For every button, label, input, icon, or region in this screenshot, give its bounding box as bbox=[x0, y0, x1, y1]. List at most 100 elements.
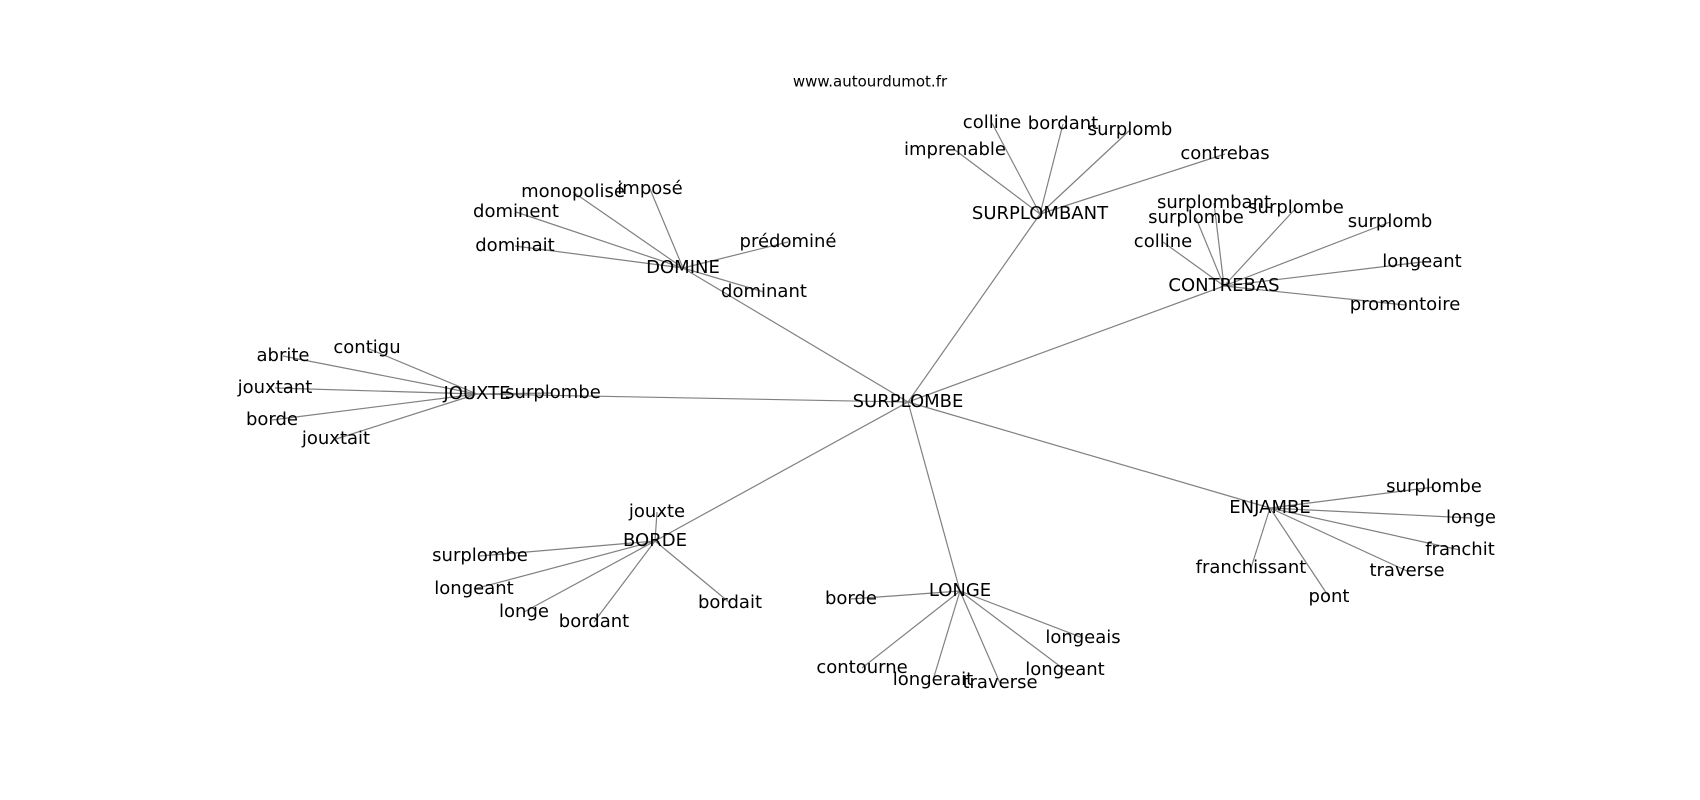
edge-contrebas-1 bbox=[1213, 202, 1225, 287]
hub-label-borde[interactable]: BORDE bbox=[623, 530, 687, 551]
edge-enjambe-1 bbox=[1269, 507, 1472, 519]
edge-surplombant-3 bbox=[1039, 129, 1131, 215]
word-label-contrebas-0[interactable]: colline bbox=[1134, 231, 1192, 252]
edge-root-contrebas bbox=[907, 285, 1225, 403]
edge-contrebas-4 bbox=[1223, 221, 1391, 287]
word-label-longe-2[interactable]: longerait bbox=[893, 669, 973, 690]
edge-longe-4 bbox=[959, 590, 1066, 671]
word-label-enjambe-3[interactable]: traverse bbox=[1369, 560, 1444, 581]
word-label-contrebas-4[interactable]: surplomb bbox=[1348, 211, 1433, 232]
edge-longe-1 bbox=[861, 590, 961, 669]
word-label-surplombant-1[interactable]: colline bbox=[963, 112, 1021, 133]
edge-enjambe-2 bbox=[1269, 507, 1461, 551]
word-label-enjambe-2[interactable]: franchit bbox=[1425, 539, 1495, 560]
edge-contrebas-6 bbox=[1223, 285, 1406, 306]
word-label-borde-1[interactable]: surplombe bbox=[432, 545, 528, 566]
hub-label-longe[interactable]: LONGE bbox=[929, 580, 991, 601]
edge-jouxte-0 bbox=[282, 355, 478, 395]
word-label-borde-2[interactable]: longeant bbox=[434, 578, 513, 599]
labels-layer: www.autourdumot.fr SURPLOMBANT imprenable… bbox=[237, 73, 1496, 694]
edge-surplombant-4 bbox=[1039, 153, 1226, 215]
hub-label-enjambe[interactable]: ENJAMBE bbox=[1229, 497, 1310, 518]
edge-domine-5 bbox=[682, 267, 765, 293]
edge-jouxte-2 bbox=[274, 387, 478, 395]
hub-label-domine[interactable]: DOMINE bbox=[646, 257, 720, 278]
edge-domine-2 bbox=[515, 211, 684, 269]
word-label-borde-3[interactable]: longe bbox=[499, 601, 549, 622]
word-label-longe-1[interactable]: contourne bbox=[816, 657, 907, 678]
edge-enjambe-5 bbox=[1250, 507, 1271, 569]
edge-root-borde bbox=[654, 401, 909, 542]
edge-contrebas-3 bbox=[1223, 207, 1297, 287]
word-label-longe-3[interactable]: traverse bbox=[962, 672, 1037, 693]
edge-domine-1 bbox=[649, 188, 684, 269]
edge-root-surplombant bbox=[907, 213, 1041, 403]
edge-longe-0 bbox=[850, 590, 961, 600]
word-label-domine-3[interactable]: dominait bbox=[475, 235, 554, 256]
word-label-contrebas-1[interactable]: surplombant bbox=[1157, 192, 1271, 213]
word-label-enjambe-4[interactable]: pont bbox=[1309, 586, 1350, 607]
word-label-enjambe-5[interactable]: franchissant bbox=[1196, 557, 1307, 578]
word-label-surplombant-4[interactable]: contrebas bbox=[1180, 143, 1269, 164]
root-node-label[interactable]: SURPLOMBE bbox=[853, 391, 964, 412]
word-label-jouxte-0[interactable]: abrite bbox=[257, 345, 310, 366]
edge-root-jouxte bbox=[476, 393, 909, 403]
edge-jouxte-5 bbox=[476, 392, 554, 395]
hub-label-contrebas[interactable]: CONTREBAS bbox=[1168, 275, 1279, 296]
word-label-domine-0[interactable]: monopolisé bbox=[521, 181, 625, 202]
edge-longe-3 bbox=[959, 590, 1001, 684]
edge-enjambe-4 bbox=[1269, 507, 1330, 598]
edge-root-enjambe bbox=[907, 401, 1271, 509]
edge-surplombant-2 bbox=[1039, 123, 1064, 215]
edge-longe-5 bbox=[959, 590, 1084, 639]
word-label-surplombant-0[interactable]: imprenable bbox=[904, 139, 1006, 160]
word-label-longe-5[interactable]: longeais bbox=[1045, 627, 1120, 648]
word-label-domine-2[interactable]: dominent bbox=[473, 201, 559, 222]
edge-surplombant-0 bbox=[954, 149, 1041, 215]
word-label-surplombant-3[interactable]: surplomb bbox=[1088, 119, 1173, 140]
edge-contrebas-2 bbox=[1195, 217, 1225, 287]
edge-root-domine bbox=[682, 267, 909, 403]
source-url-label[interactable]: www.autourdumot.fr bbox=[793, 73, 948, 91]
word-label-surplombant-2[interactable]: bordant bbox=[1028, 113, 1098, 134]
edge-contrebas-5 bbox=[1223, 261, 1423, 287]
hub-label-jouxte[interactable]: JOUXTE bbox=[442, 383, 510, 404]
edge-domine-3 bbox=[514, 245, 684, 269]
word-label-longe-4[interactable]: longeant bbox=[1025, 659, 1104, 680]
word-label-jouxte-4[interactable]: jouxtait bbox=[301, 428, 370, 449]
edge-surplombant-1 bbox=[991, 122, 1041, 215]
word-label-contrebas-6[interactable]: promontoire bbox=[1350, 294, 1461, 315]
edge-borde-5 bbox=[654, 540, 731, 604]
word-label-domine-4[interactable]: prédominé bbox=[740, 231, 837, 252]
word-label-borde-5[interactable]: bordait bbox=[698, 592, 762, 613]
hub-label-surplombant[interactable]: SURPLOMBANT bbox=[972, 203, 1109, 224]
edge-longe-2 bbox=[932, 590, 961, 681]
edge-enjambe-0 bbox=[1269, 486, 1435, 509]
word-label-jouxte-5[interactable]: surplombe bbox=[505, 382, 601, 403]
edge-jouxte-1 bbox=[366, 347, 478, 395]
edge-borde-1 bbox=[479, 540, 656, 557]
edges-layer bbox=[271, 122, 1472, 684]
word-label-borde-4[interactable]: bordant bbox=[559, 611, 629, 632]
word-label-borde-0[interactable]: jouxte bbox=[628, 501, 685, 522]
word-label-jouxte-1[interactable]: contigu bbox=[333, 337, 400, 358]
word-label-domine-5[interactable]: dominant bbox=[721, 281, 807, 302]
word-label-jouxte-2[interactable]: jouxtant bbox=[237, 377, 313, 398]
edge-domine-0 bbox=[572, 191, 684, 269]
edge-root-longe bbox=[907, 401, 961, 592]
word-label-contrebas-3[interactable]: surplombe bbox=[1248, 197, 1344, 218]
word-label-enjambe-1[interactable]: longe bbox=[1446, 507, 1496, 528]
edge-jouxte-3 bbox=[271, 393, 478, 421]
edge-borde-0 bbox=[654, 511, 658, 542]
word-label-enjambe-0[interactable]: surplombe bbox=[1386, 476, 1482, 497]
word-label-domine-1[interactable]: imposé bbox=[617, 178, 682, 199]
word-label-contrebas-2[interactable]: surplombe bbox=[1148, 207, 1244, 228]
edge-borde-3 bbox=[523, 540, 656, 613]
edge-domine-4 bbox=[682, 241, 789, 269]
edge-jouxte-4 bbox=[335, 393, 478, 440]
word-label-contrebas-5[interactable]: longeant bbox=[1382, 251, 1461, 272]
word-label-jouxte-3[interactable]: borde bbox=[246, 409, 298, 430]
word-label-longe-0[interactable]: borde bbox=[825, 588, 877, 609]
edge-enjambe-3 bbox=[1269, 507, 1408, 572]
